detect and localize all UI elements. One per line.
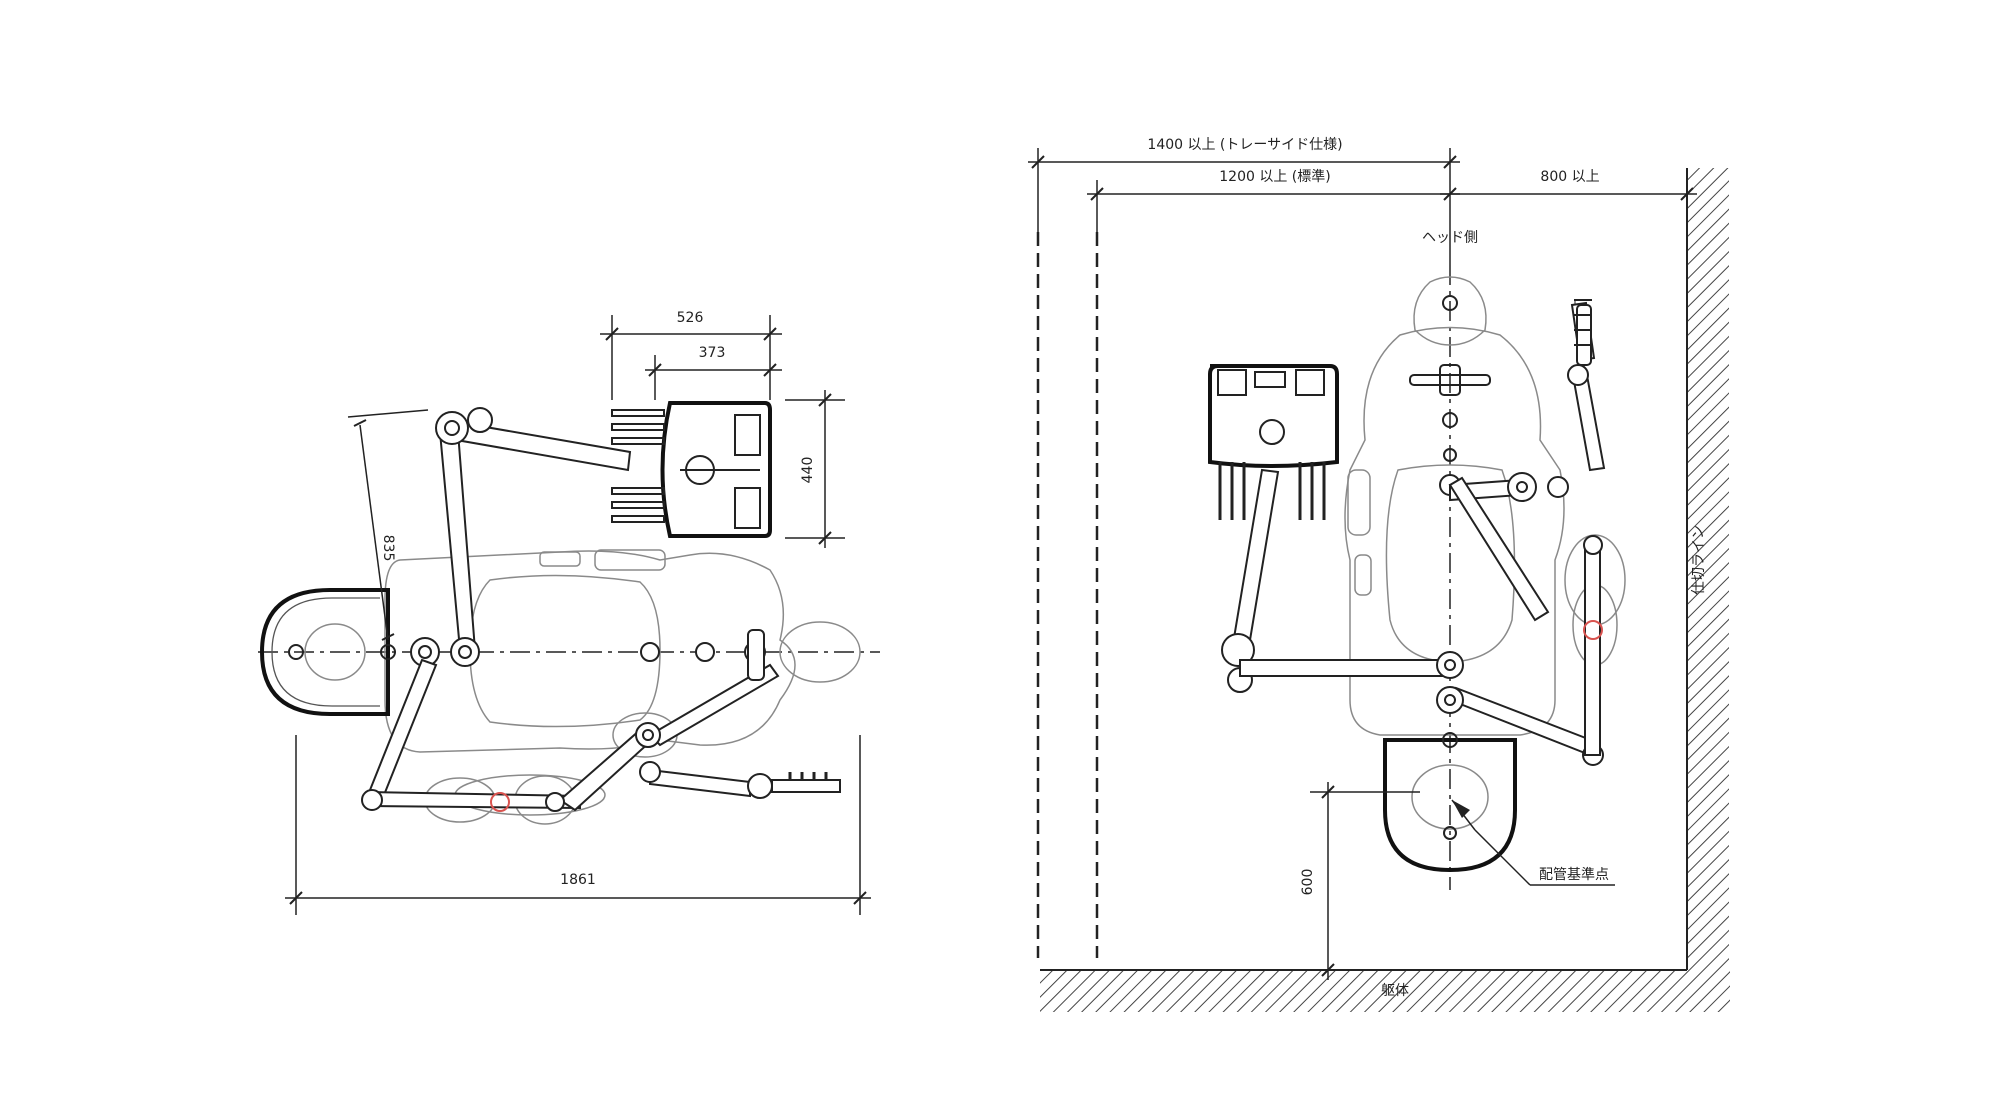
dim-width-standard: 1200 以上 (標準) <box>1087 169 1460 232</box>
dim-pipe-offset: 600 <box>1300 782 1420 980</box>
left-plan: 1861 526 373 440 <box>258 310 880 915</box>
dim-label-800: 800 以上 <box>1540 169 1599 185</box>
right-foot-unit <box>1383 732 1517 873</box>
right-chair-body <box>1344 276 1626 736</box>
side-wall-hatch <box>1687 168 1729 970</box>
building-frame-label: 躯体 <box>1381 983 1409 999</box>
right-instrument-tray <box>1208 364 1339 520</box>
piping-reference-marker: 配管基準点 <box>1451 799 1615 886</box>
right-plan: 配管基準点 ヘッド側 仕切ライン 躯体 1400 以上 (トレーサイド仕様) 1… <box>1028 137 1730 1012</box>
dim-total-length: 1861 <box>285 735 871 915</box>
dim-arm-reach: 835 <box>347 409 429 641</box>
left-tray-arm <box>410 407 632 667</box>
dim-width-tray-side: 1400 以上 (トレーサイド仕様) <box>1028 137 1460 265</box>
dim-tray-depth: 440 <box>785 390 845 548</box>
right-tray-arm <box>1221 468 1464 693</box>
dim-wall-clearance: 800 以上 <box>1440 169 1697 201</box>
dim-label-1861: 1861 <box>560 872 596 888</box>
dim-label-1200: 1200 以上 (標準) <box>1219 169 1330 185</box>
left-instrument-tray <box>611 401 772 538</box>
left-assistant-arm <box>361 629 841 812</box>
dim-label-835: 835 <box>380 535 396 562</box>
dim-tray-inner: 373 <box>645 345 782 400</box>
floor-wall-hatch <box>1040 970 1730 1012</box>
piping-reference-label: 配管基準点 <box>1539 866 1609 883</box>
finish-line-label: 仕切ライン <box>1691 525 1707 595</box>
right-assistant-arm <box>1436 299 1606 766</box>
dim-label-373: 373 <box>699 345 726 361</box>
dim-label-526: 526 <box>677 310 704 326</box>
dim-label-1400: 1400 以上 (トレーサイド仕様) <box>1147 137 1342 153</box>
left-foot-unit <box>259 588 396 716</box>
dim-label-600: 600 <box>1300 869 1316 896</box>
dim-tray-outer: 526 <box>600 310 782 400</box>
dim-label-440: 440 <box>800 457 816 484</box>
